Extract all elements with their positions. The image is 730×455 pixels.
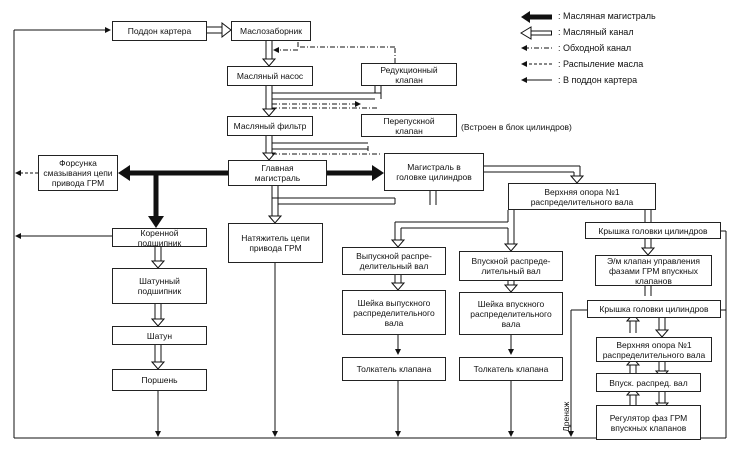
legend-return: : В поддон картера [558,75,638,85]
box-piston: Поршень [112,369,207,391]
box-exhaust-cam-journal: Шейка выпускного распределительного вала [342,290,446,335]
box-chain-jet: Форсунка смазывания цепи привода ГРМ [38,155,118,191]
box-intake-cam: Впускной распреде-лительный вал [459,251,563,281]
box-oil-strainer: Маслозаборник [231,21,311,41]
legend-bypass: : Обходной канал [558,43,632,53]
box-cam-journal-top: Верхняя опора №1 распределительного вала [508,183,656,210]
box-bypass-valve: Перепускной клапан [361,114,457,137]
box-rod-bearing: Шатунный подшипник [112,268,207,304]
legend-symbols [520,11,552,83]
box-oil-pump: Масляный насос [227,66,313,86]
main-oil-arrowheads [118,165,384,228]
box-exhaust-lifter: Толкатель клапана [342,357,446,381]
label-drain: Дренаж [561,401,571,432]
box-vvt-valve: Э/м клапан управления фазами ГРМ впускны… [595,255,712,286]
box-cam-journal-2: Верхняя опора №1 распределительного вала [596,337,712,362]
box-main-gallery: Главная магистраль [228,160,327,186]
legend-spray: : Распыление масла [558,59,644,69]
box-vvt-regulator: Регулятор фаз ГРМ впускных клапанов [596,405,701,440]
note-built-in: (Встроен в блок цилиндров) [461,122,572,132]
box-head-cover-2: Крышка головки цилиндров [587,300,721,318]
main-oil-lines [128,170,372,218]
box-intake-cam-journal: Шейка впускного распределительного вала [459,292,563,335]
box-intake-lifter: Толкатель клапана [459,357,563,381]
box-head-cover-1: Крышка головки цилиндров [585,222,721,239]
box-main-bearing: Коренной подшипник [112,228,207,247]
box-sump: Поддон картера [112,21,207,41]
legend-oil-channel: : Масляный канал [558,27,634,37]
return-lines-left [13,27,610,439]
legend-main-oil: : Масляная магистраль [558,11,656,21]
box-con-rod: Шатун [112,326,207,345]
box-relief-valve: Редукционный клапан [361,63,457,86]
box-exhaust-cam: Выпускной распре-делительный вал [342,247,446,275]
box-oil-filter: Масляный фильтр [227,116,313,136]
box-intake-cam-2: Впуск. распред. вал [596,373,701,392]
bypass-lines [272,42,396,155]
box-chain-tensioner: Натяжитель цепи привода ГРМ [228,223,323,263]
box-head-gallery: Магистраль в головке цилиндров [384,153,484,191]
